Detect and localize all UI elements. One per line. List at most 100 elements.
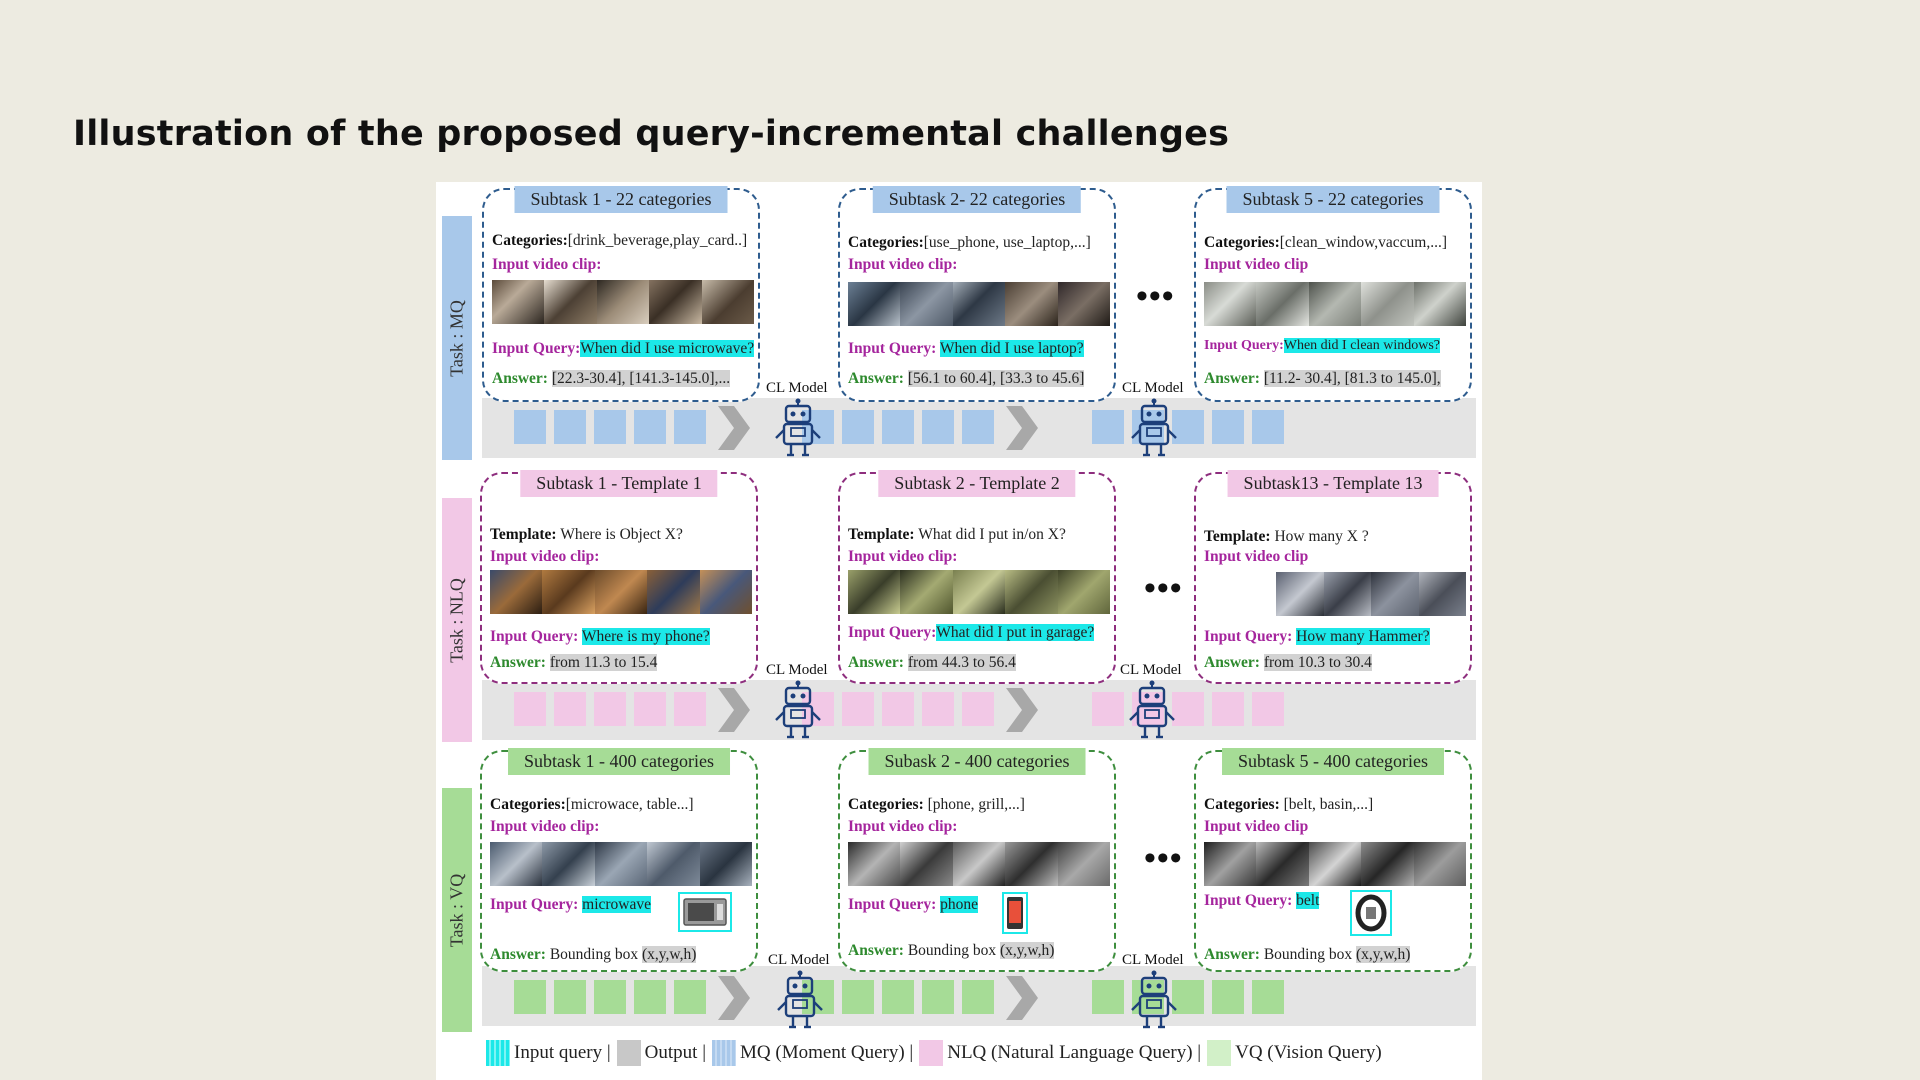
- video-clip: [1276, 572, 1466, 616]
- card-mq-2: Subtask 2- 22 categories Categories:[use…: [838, 186, 1116, 402]
- phone-icon: [1002, 892, 1028, 934]
- legend-swatch: [919, 1040, 944, 1066]
- query-text: When did I use laptop?: [939, 340, 1084, 357]
- token-block: [1212, 980, 1244, 1014]
- token-block: [634, 692, 666, 726]
- token-block: [882, 980, 914, 1014]
- answer-text: (x,y,w,h): [1000, 942, 1055, 959]
- legend-swatch: [1207, 1040, 1232, 1066]
- clip-label: Input video clip: [1204, 818, 1309, 835]
- task-bar-nlq: Task : NLQ: [442, 498, 472, 742]
- template-line: Template: How many X ?: [1204, 528, 1369, 545]
- token-block: [514, 692, 546, 726]
- token-block: [802, 692, 834, 726]
- token-block: [1172, 692, 1204, 726]
- clip-label: Input video clip:: [492, 256, 602, 273]
- token-block: [674, 980, 706, 1014]
- card-mq-1: Subtask 1 - 22 categories Categories:[dr…: [482, 186, 760, 402]
- answer-line: Answer: [11.2- 30.4], [81.3 to 145.0],: [1204, 370, 1441, 387]
- answer-line: Answer: from 10.3 to 30.4: [1204, 654, 1372, 671]
- legend-item-output: Output |: [616, 1040, 706, 1066]
- categories-line: Categories:[microwace, table...]: [490, 796, 694, 813]
- query-text: phone: [940, 896, 979, 913]
- token-block: [962, 692, 994, 726]
- robot-icon: [1128, 970, 1180, 1030]
- robot-icon: [1128, 398, 1180, 458]
- video-clip: [848, 282, 1111, 326]
- token-block: [554, 692, 586, 726]
- clip-label: Input video clip: [1204, 256, 1309, 273]
- task-bar-vq: Task : VQ: [442, 788, 472, 1032]
- legend-item-mq: MQ (Moment Query) |: [712, 1040, 913, 1066]
- legend-swatch: [616, 1040, 641, 1066]
- answer-text: (x,y,w,h): [1356, 946, 1411, 963]
- card-header: Subtask 1 - 22 categories: [514, 186, 728, 213]
- token-block: [514, 980, 546, 1014]
- task-label-nlq: Task : NLQ: [446, 578, 467, 663]
- figure: Task : MQ Task : NLQ Task : VQ Subtask 1…: [436, 182, 1482, 1080]
- slide-title: Illustration of the proposed query-incre…: [73, 114, 1230, 154]
- token-block: [554, 980, 586, 1014]
- legend: Input query | Output | MQ (Moment Query)…: [486, 1040, 1388, 1066]
- clip-label: Input video clip: [1204, 548, 1309, 565]
- cl-model-label: CL Model: [1122, 952, 1184, 968]
- card-header: Subtask 2- 22 categories: [872, 186, 1082, 213]
- query-line: Input Query:What did I put in garage?: [848, 624, 1095, 641]
- categories-line: Categories:[use_phone, use_laptop,...]: [848, 234, 1091, 251]
- clip-label: Input video clip:: [848, 548, 958, 565]
- query-text: When did I use microwave?: [580, 340, 755, 357]
- token-block: [634, 410, 666, 444]
- video-clip: [490, 842, 753, 886]
- answer-line: Answer: [22.3-30.4], [141.3-145.0],...: [492, 370, 731, 387]
- token-block: [1092, 410, 1124, 444]
- ellipsis: •••: [1144, 840, 1183, 877]
- query-line: Input Query: belt: [1204, 892, 1320, 909]
- card-mq-3: Subtask 5 - 22 categories Categories:[cl…: [1194, 186, 1472, 402]
- task-label-mq: Task : MQ: [446, 300, 467, 377]
- query-line: Input Query: phone: [848, 896, 979, 913]
- token-block: [842, 980, 874, 1014]
- cl-model-label: CL Model: [766, 662, 828, 678]
- token-block: [1252, 410, 1284, 444]
- token-block: [882, 692, 914, 726]
- card-header: Subtask13 - Template 13: [1227, 470, 1439, 497]
- robot-icon: [1126, 680, 1178, 740]
- card-vq-2: Subask 2 - 400 categories Categories: [p…: [838, 748, 1116, 972]
- token-block: [514, 410, 546, 444]
- ellipsis: •••: [1136, 278, 1175, 315]
- card-header: Subtask 1 - Template 1: [520, 470, 718, 497]
- answer-text: [56.1 to 60.4], [33.3 to 45.6]: [907, 370, 1085, 387]
- token-block: [1172, 410, 1204, 444]
- token-block: [962, 980, 994, 1014]
- token-block: [594, 410, 626, 444]
- video-clip: [1204, 282, 1467, 326]
- token-block: [842, 692, 874, 726]
- token-block: [1252, 980, 1284, 1014]
- token-block: [1172, 980, 1204, 1014]
- template-line: Template: Where is Object X?: [490, 526, 683, 543]
- token-block: [634, 980, 666, 1014]
- query-text: What did I put in garage?: [936, 624, 1095, 641]
- token-block: [674, 410, 706, 444]
- chevron-arrow-icon: [1002, 404, 1040, 452]
- card-vq-3: Subtask 5 - 400 categories Categories: […: [1194, 748, 1472, 972]
- token-block: [802, 410, 834, 444]
- video-clip: [848, 842, 1111, 886]
- query-text: When did I clean windows?: [1283, 338, 1441, 353]
- clip-label: Input video clip:: [490, 818, 600, 835]
- query-line: Input Query:When did I use microwave?: [492, 340, 755, 357]
- token-block: [962, 410, 994, 444]
- token-block: [1212, 692, 1244, 726]
- clip-label: Input video clip:: [848, 256, 958, 273]
- answer-text: from 11.3 to 15.4: [549, 654, 658, 671]
- robot-icon: [772, 398, 824, 458]
- robot-icon: [774, 970, 826, 1030]
- token-block: [842, 410, 874, 444]
- legend-item-nlq: NLQ (Natural Language Query) |: [919, 1040, 1201, 1066]
- answer-text: [11.2- 30.4], [81.3 to 145.0],: [1263, 370, 1441, 387]
- chevron-arrow-icon: [714, 404, 752, 452]
- answer-line: Answer: from 11.3 to 15.4: [490, 654, 658, 671]
- task-label-vq: Task : VQ: [446, 873, 467, 948]
- clip-label: Input video clip:: [848, 818, 958, 835]
- clip-label: Input video clip:: [490, 548, 600, 565]
